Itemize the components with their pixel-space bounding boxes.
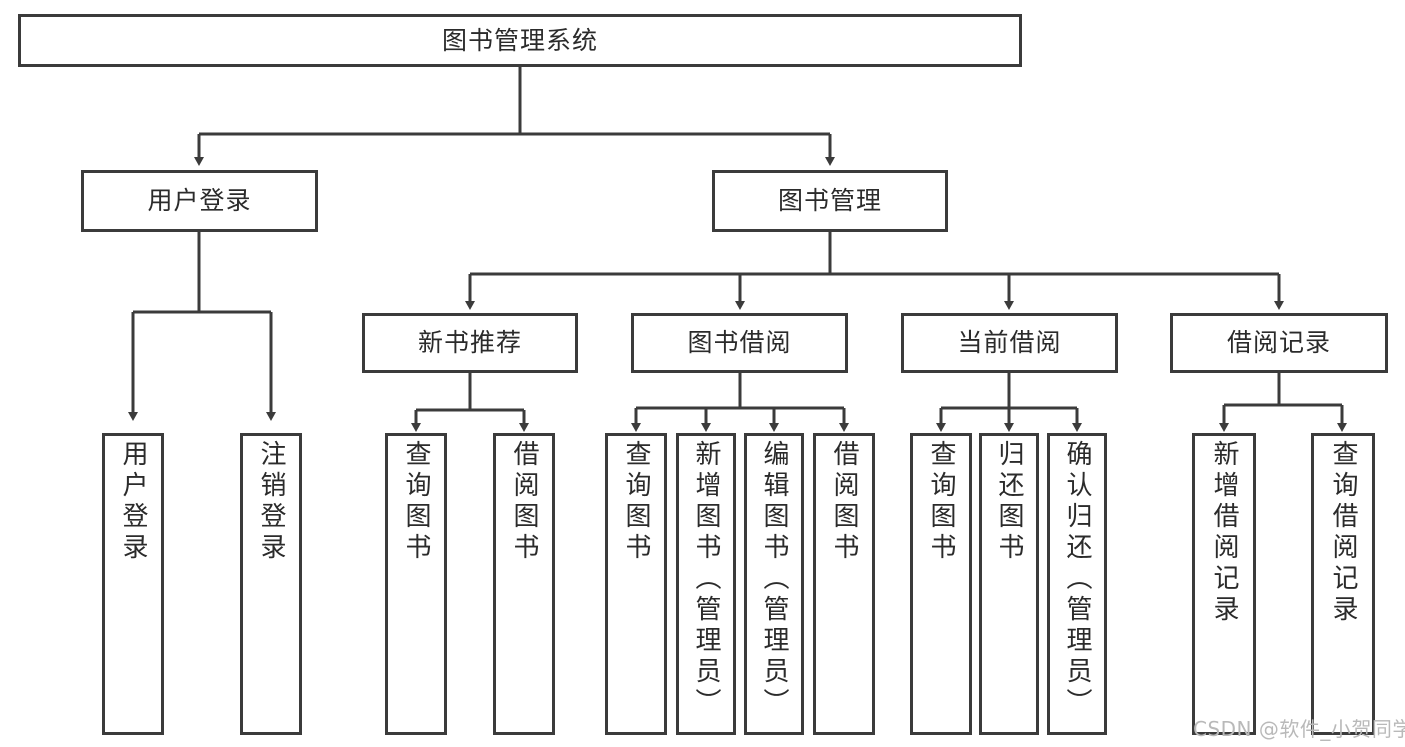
- node-leaf-add-borrow-record[interactable]: 新增借阅记录: [1192, 433, 1256, 735]
- node-leaf-borrow-book[interactable]: 借阅图书: [813, 433, 875, 735]
- node-label: 新书推荐: [417, 328, 522, 358]
- node-label: 归还图书: [994, 440, 1024, 564]
- node-leaf-confirm-return-admin[interactable]: 确认归还（管理员）: [1047, 433, 1107, 735]
- node-new-book-recommend[interactable]: 新书推荐: [362, 313, 578, 373]
- node-leaf-return-book[interactable]: 归还图书: [979, 433, 1039, 735]
- node-leaf-query-book-borrow[interactable]: 查询图书: [605, 433, 667, 735]
- csdn-watermark: CSDN @软件_小贺同学: [1193, 717, 1405, 741]
- node-leaf-query-book-current[interactable]: 查询图书: [910, 433, 972, 735]
- node-book-borrow[interactable]: 图书借阅: [631, 313, 848, 373]
- node-label: 确认归还（管理员）: [1062, 440, 1092, 719]
- node-label: 查询图书: [401, 440, 431, 564]
- node-user-login[interactable]: 用户登录: [81, 170, 318, 232]
- node-leaf-user-login[interactable]: 用户登录: [102, 433, 164, 735]
- node-leaf-edit-book-admin[interactable]: 编辑图书（管理员）: [744, 433, 804, 735]
- node-label: 查询图书: [926, 440, 956, 564]
- node-root-book-management-system[interactable]: 图书管理系统: [18, 14, 1022, 67]
- node-label: 借阅图书: [829, 440, 859, 564]
- node-label: 借阅记录: [1226, 328, 1331, 358]
- node-label: 图书借阅: [687, 328, 792, 358]
- node-leaf-query-borrow-record[interactable]: 查询借阅记录: [1311, 433, 1375, 735]
- node-borrow-record[interactable]: 借阅记录: [1170, 313, 1388, 373]
- node-label: 当前借阅: [957, 328, 1062, 358]
- node-leaf-add-book-admin[interactable]: 新增图书（管理员）: [676, 433, 736, 735]
- node-label: 编辑图书（管理员）: [759, 440, 789, 719]
- node-label: 新增借阅记录: [1209, 440, 1239, 626]
- node-label: 用户登录: [147, 186, 252, 216]
- node-book-management[interactable]: 图书管理: [712, 170, 948, 232]
- node-leaf-query-book-recommend[interactable]: 查询图书: [385, 433, 447, 735]
- node-label: 查询图书: [621, 440, 651, 564]
- node-label: 借阅图书: [509, 440, 539, 564]
- node-label: 图书管理系统: [441, 25, 598, 55]
- node-label: 用户登录: [118, 440, 148, 564]
- node-label: 图书管理: [777, 186, 882, 216]
- node-label: 新增图书（管理员）: [691, 440, 721, 719]
- node-current-borrow[interactable]: 当前借阅: [901, 313, 1118, 373]
- node-leaf-logout[interactable]: 注销登录: [240, 433, 302, 735]
- node-leaf-borrow-book-recommend[interactable]: 借阅图书: [493, 433, 555, 735]
- node-label: 注销登录: [256, 440, 286, 564]
- node-label: 查询借阅记录: [1328, 440, 1358, 626]
